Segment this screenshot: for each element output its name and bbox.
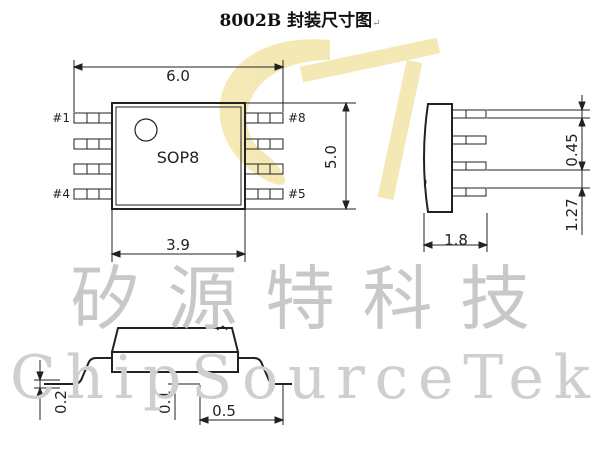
pin8-label: #8: [288, 111, 306, 125]
watermark-chinese: 矽源特科技: [70, 258, 530, 340]
dim-thickness: [422, 213, 489, 252]
top-view: [72, 60, 356, 262]
package-name: SOP8: [157, 148, 200, 167]
label-lead-width: 0.45: [563, 133, 581, 166]
pin4-label: #4: [52, 187, 70, 201]
pin1-indicator: [134, 118, 158, 142]
label-thickness: 1.8: [444, 231, 468, 249]
label-overall-width: 6.0: [166, 67, 190, 85]
label-standoff: 0.1: [156, 390, 174, 414]
pin5-label: #5: [288, 187, 306, 201]
dim-lead-thickness: [34, 360, 60, 420]
dim-standoff: [168, 371, 200, 420]
top-body-outer: [111, 102, 246, 210]
dim-lead-pitch: [487, 95, 590, 235]
side-view: [422, 95, 590, 252]
label-lead-thickness: 0.2: [52, 390, 70, 414]
top-body-inner: [115, 106, 242, 206]
label-pitch: 1.27: [563, 198, 581, 231]
label-body-width: 3.9: [166, 236, 190, 254]
title-text: 8002B 封装尺寸图: [219, 11, 373, 31]
front-lead-right: [238, 357, 292, 385]
label-body-length: 5.0: [322, 145, 340, 169]
dim-body-width: [110, 210, 247, 262]
watermark-english: ChipSourceTek: [10, 343, 591, 413]
dim-lead-length: [198, 385, 285, 425]
pin1-label: #1: [52, 111, 70, 125]
label-lead-length: 0.5: [212, 402, 236, 420]
paragraph-mark: ↵: [372, 18, 381, 29]
page-title: 8002B 封装尺寸图↵: [0, 6, 600, 31]
dim-body-length: [246, 101, 356, 211]
left-leads: [73, 112, 113, 200]
side-body: [423, 103, 453, 213]
right-leads: [244, 112, 284, 200]
front-lead-left: [44, 357, 112, 385]
watermark-logo: [219, 37, 441, 201]
side-leads: [451, 109, 487, 197]
front-view: [34, 325, 292, 425]
